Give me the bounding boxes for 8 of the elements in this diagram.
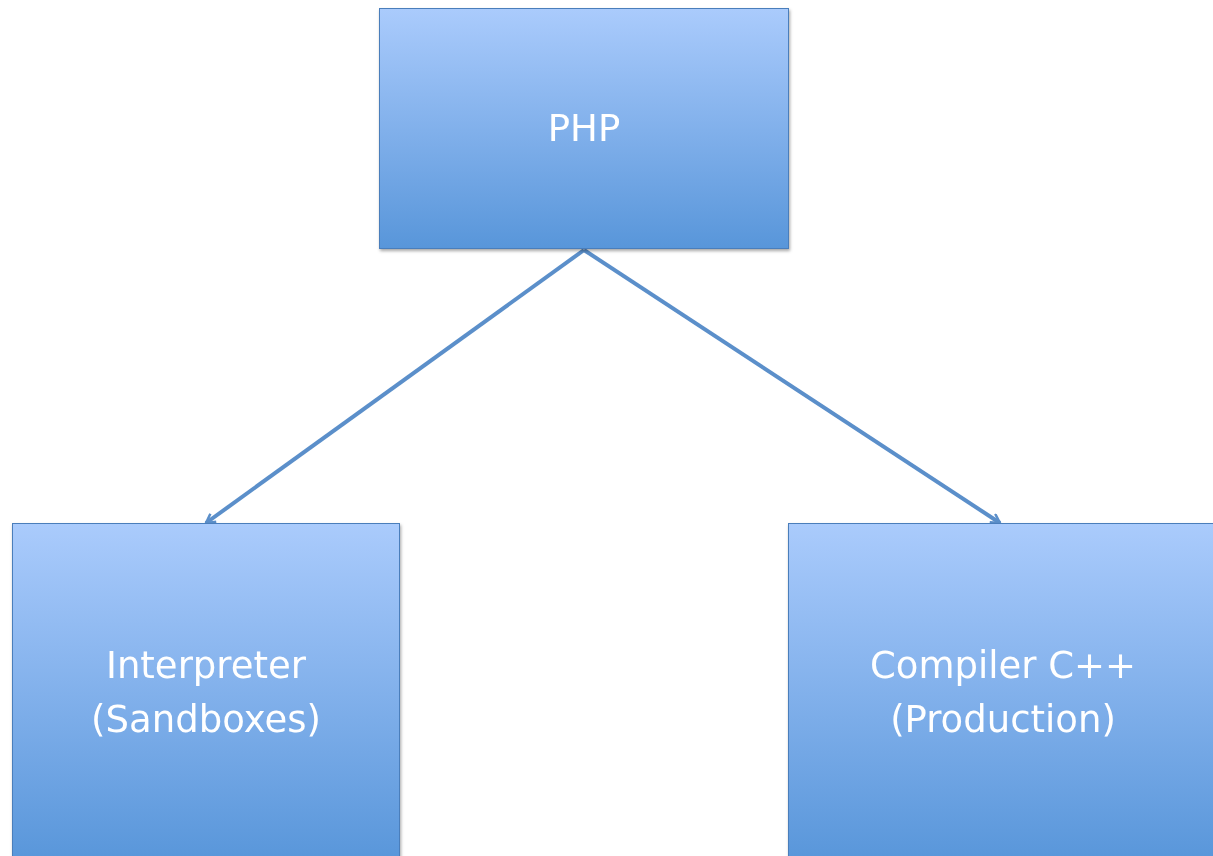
process-box (12, 523, 400, 856)
arrow (204, 248, 586, 525)
process-box (788, 523, 1213, 856)
box-label: PHP (547, 105, 621, 152)
arrow (582, 248, 1002, 525)
process-box (379, 8, 789, 249)
box-label: Compiler C++ (Production) (868, 643, 1138, 743)
box-label: Interpreter (Sandboxes) (90, 643, 322, 743)
